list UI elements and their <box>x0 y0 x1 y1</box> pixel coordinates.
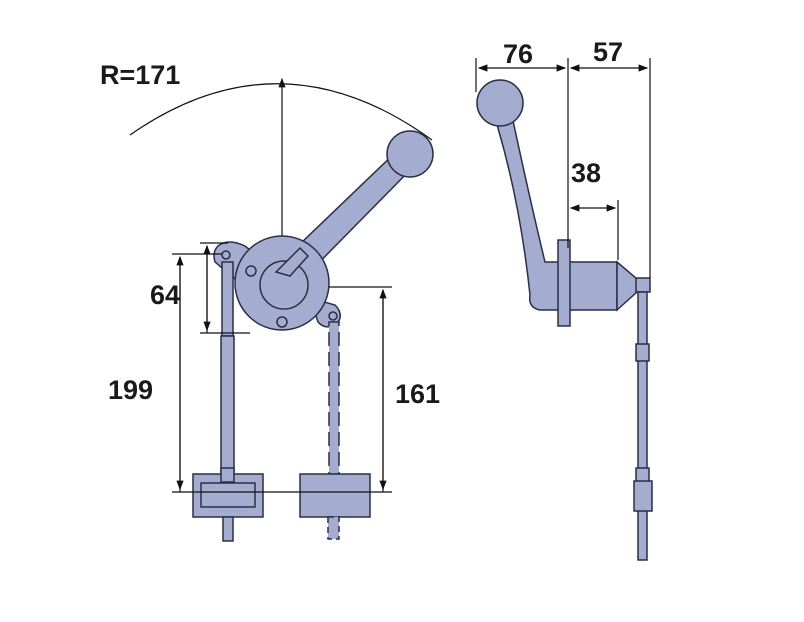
side-coupling <box>633 480 653 512</box>
side-flange <box>557 239 571 327</box>
dimension-64: 64 <box>150 280 181 310</box>
radius-label: R=171 <box>100 60 181 90</box>
right-rod <box>328 321 340 475</box>
side-rod <box>637 291 648 561</box>
dimension-38: 38 <box>571 158 602 188</box>
pivot-hole-icon <box>328 311 338 321</box>
right-cable-box <box>299 473 371 518</box>
side-lever-knob <box>476 79 524 127</box>
side-lever-handle <box>494 115 573 311</box>
dimension-161: 161 <box>395 379 441 409</box>
pivot-hole-icon <box>221 250 231 260</box>
mount-hole-icon <box>245 265 257 277</box>
hub-center <box>259 260 309 310</box>
lever-knob <box>386 130 434 178</box>
left-rod <box>221 261 234 337</box>
side-cone <box>616 260 638 312</box>
dimension-76: 76 <box>503 39 534 69</box>
mount-hole-icon <box>276 316 288 328</box>
side-body <box>566 261 618 311</box>
dimension-199: 199 <box>108 375 154 405</box>
swing-arc <box>129 83 433 141</box>
lever-root <box>274 246 310 277</box>
dimension-57: 57 <box>593 37 624 67</box>
